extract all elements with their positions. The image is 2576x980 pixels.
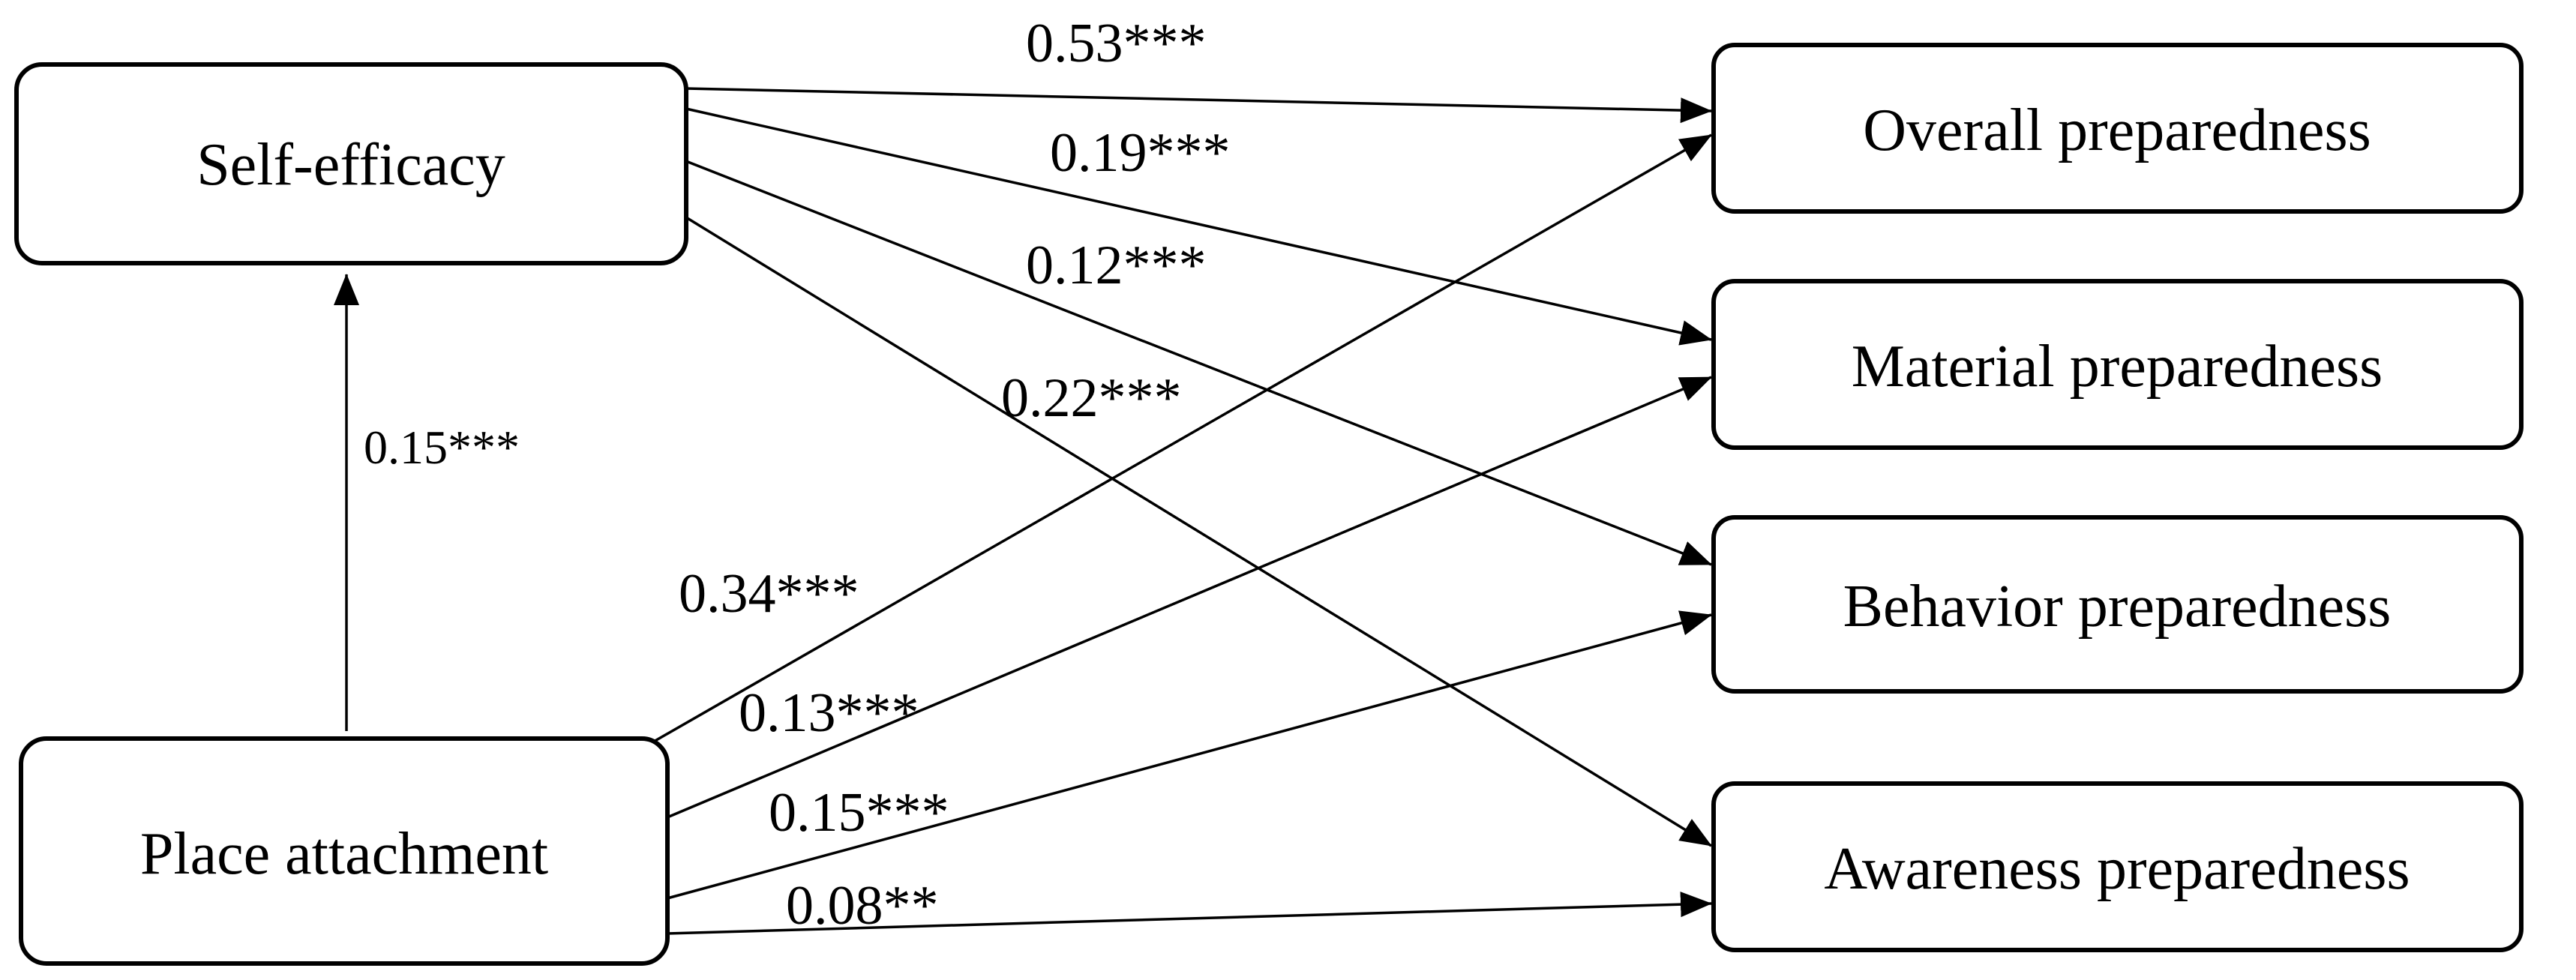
box-awareness-preparedness: Awareness preparedness bbox=[1711, 781, 2524, 952]
arrow-pa-to-material bbox=[667, 376, 1712, 819]
box-place-attachment: Place attachment bbox=[19, 736, 670, 966]
arrow-se-to-overall bbox=[685, 87, 1712, 124]
arrow-pa-to-overall bbox=[652, 133, 1712, 744]
paths bbox=[334, 87, 1712, 935]
material-preparedness-label: Material preparedness bbox=[1852, 334, 2383, 400]
box-self-efficacy: Self-efficacy bbox=[14, 62, 688, 265]
arrow-pa-to-behavior bbox=[667, 610, 1712, 900]
coef-se-to-behavior: 0.12*** bbox=[1026, 235, 1207, 296]
self-efficacy-label: Self-efficacy bbox=[196, 132, 505, 198]
coef-pa-to-behavior: 0.15*** bbox=[769, 782, 949, 844]
coef-pa-to-overall: 0.34*** bbox=[679, 563, 859, 625]
coef-pa-to-se: 0.15*** bbox=[364, 421, 520, 474]
coefficients: 0.53*** 0.19*** 0.12*** 0.22*** 0.15*** … bbox=[364, 13, 1231, 937]
box-overall-preparedness: Overall preparedness bbox=[1711, 43, 2524, 214]
coef-pa-to-material: 0.13*** bbox=[739, 682, 919, 744]
box-material-preparedness: Material preparedness bbox=[1711, 279, 2524, 450]
box-behavior-preparedness: Behavior preparedness bbox=[1711, 515, 2524, 694]
coef-se-to-awareness: 0.22*** bbox=[1001, 367, 1182, 429]
overall-preparedness-label: Overall preparedness bbox=[1863, 97, 2371, 163]
arrow-se-to-material bbox=[685, 107, 1712, 346]
arrow-pa-to-awareness bbox=[667, 892, 1712, 935]
awareness-preparedness-label: Awareness preparedness bbox=[1824, 836, 2410, 902]
coef-se-to-overall: 0.53*** bbox=[1026, 13, 1207, 74]
coef-pa-to-awareness: 0.08** bbox=[786, 875, 939, 937]
coef-se-to-material: 0.19*** bbox=[1050, 122, 1231, 184]
arrow-se-to-behavior bbox=[685, 160, 1712, 566]
behavior-preparedness-label: Behavior preparedness bbox=[1843, 574, 2392, 640]
place-attachment-label: Place attachment bbox=[140, 821, 548, 887]
arrow-se-to-awareness bbox=[685, 216, 1712, 847]
